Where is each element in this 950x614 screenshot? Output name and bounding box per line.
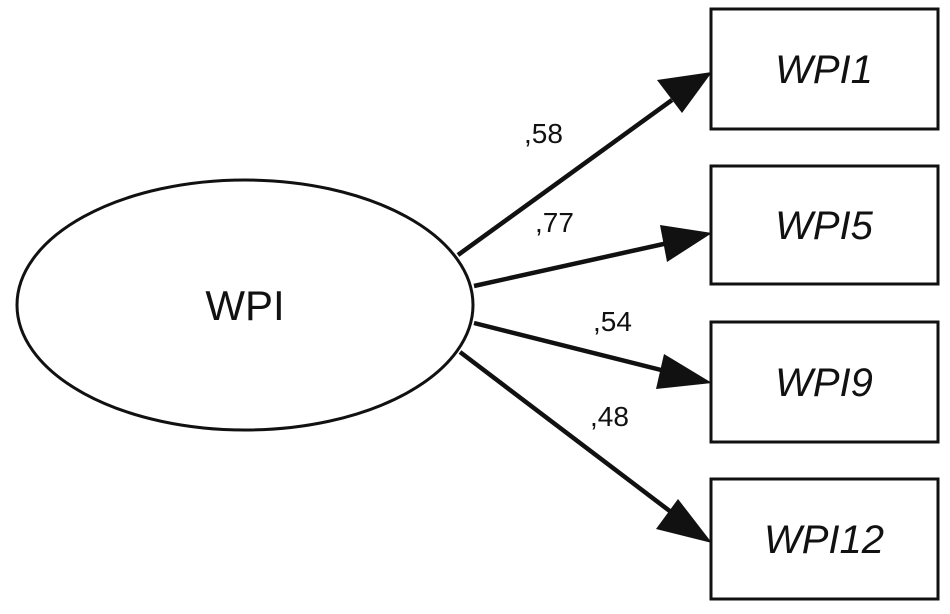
path-3: ,54 xyxy=(473,306,712,389)
path-2: ,77 xyxy=(473,207,712,289)
indicator-label-4: WPI12 xyxy=(764,518,884,562)
path-line-4 xyxy=(458,350,673,514)
indicator-rect-4 xyxy=(709,477,940,601)
indicator-box-4: WPI12 xyxy=(709,477,940,601)
indicator-rect-1 xyxy=(709,7,940,131)
latent-variable: WPI xyxy=(15,178,475,432)
arrowhead-1 xyxy=(657,72,712,113)
loading-label-1: ,58 xyxy=(524,118,563,149)
arrowhead-3 xyxy=(656,354,712,389)
indicator-rect-2 xyxy=(709,164,940,286)
latent-ellipse xyxy=(15,178,475,432)
path-line-2 xyxy=(473,240,669,289)
path-4: ,48 xyxy=(458,350,712,543)
loading-label-4: ,48 xyxy=(590,401,629,432)
indicator-box-1: WPI1 xyxy=(709,7,940,131)
arrowhead-2 xyxy=(660,225,712,262)
indicator-label-2: WPI5 xyxy=(775,204,874,248)
indicator-box-2: WPI5 xyxy=(709,164,940,286)
arrowhead-4 xyxy=(656,499,712,543)
path-1: ,58 xyxy=(456,72,712,257)
loading-label-2: ,77 xyxy=(535,207,574,238)
indicator-rect-3 xyxy=(709,320,940,444)
indicator-box-3: WPI9 xyxy=(709,320,940,444)
path-line-3 xyxy=(473,320,666,374)
loading-label-3: ,54 xyxy=(593,306,632,337)
latent-label: WPI xyxy=(205,282,284,329)
path-line-1 xyxy=(456,98,674,257)
indicator-label-3: WPI9 xyxy=(775,361,873,405)
indicator-label-1: WPI1 xyxy=(775,48,873,92)
